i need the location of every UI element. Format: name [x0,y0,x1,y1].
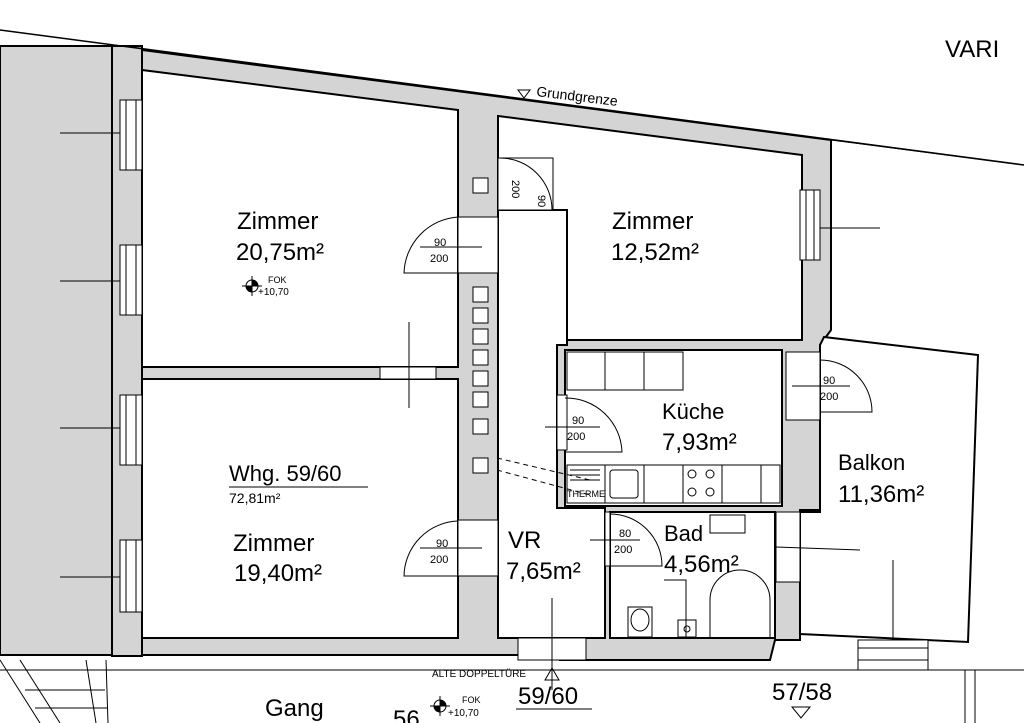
door-zimmer-2: 90 200 [497,157,554,211]
door-zimmer-1: 90 200 [403,216,499,274]
balkon-window [857,560,929,671]
kitchen-fixtures: THERME [496,351,781,504]
door-zimmer-2-height: 200 [509,180,521,198]
door-balkon: 90 200 [785,351,873,421]
corner-label: VARI [945,36,999,63]
neighbor-marker-icon [790,706,812,719]
corridor-label: Gang [265,695,324,722]
room-zimmer-1-name: Zimmer [237,208,318,235]
neighbor-unit-label: 57/58 [772,679,832,706]
door-zimmer-2-width: 90 [535,195,547,207]
fok-value-2: +10,70 [448,708,479,719]
door-balkon-lower [775,511,861,583]
door-zimmer-1-width: 90 [434,237,446,249]
chimney-shafts [472,177,489,474]
entrance-door [517,598,587,690]
fok-marker-gang: FOK +10,70 [430,695,481,719]
door-zimmer-3: 90 200 [403,519,499,577]
room-bad-area: 4,56m² [664,551,739,578]
door-bad-height: 200 [614,544,632,556]
room-kueche [564,349,783,507]
room-kueche-name: Küche [662,399,724,424]
left-windows [60,99,143,613]
room-zimmer-3-name: Zimmer [233,530,314,557]
fok-marker-zimmer-1: FOK +10,70 [242,275,289,298]
door-kueche: 90 200 [545,394,623,453]
neighbor-wall [830,139,1024,166]
room-zimmer-3 [141,378,459,639]
unit-name: Whg. 59/60 [229,461,342,486]
room-balkon-area: 11,36m² [838,481,924,508]
fok-label-2: FOK [462,695,481,705]
unit-number-label: 59/60 [518,683,578,710]
right-window-zimmer-2 [799,189,880,261]
door-balkon-height: 200 [820,391,838,403]
room-zimmer-2-area: 12,52m² [611,239,699,266]
door-zimmer-1-height: 200 [430,253,448,265]
room-bad-name: Bad [664,521,703,546]
fok-label-1: FOK [268,275,287,285]
old-door-label: ALTE DOPPELTÜRE [432,668,526,680]
unit-area: 72,81m² [229,490,281,506]
room-zimmer-1-area: 20,75m² [236,239,324,266]
room-zimmer-2-name: Zimmer [612,208,693,235]
room-kueche-area: 7,93m² [662,429,737,456]
bath-fixtures [627,514,771,638]
boundary-marker-icon [517,89,531,99]
room-zimmer-3-area: 19,40m² [234,560,322,587]
kitchen-tag: THERME [567,489,605,499]
door-balkon-width: 90 [823,375,835,387]
door-kueche-height: 200 [567,431,585,443]
stairs [0,659,109,723]
room-balkon-name: Balkon [838,450,905,475]
room-vr-area: 7,65m² [506,558,581,585]
room-vr-name: VR [508,527,541,554]
door-bad: 80 200 [590,511,663,567]
door-kueche-width: 90 [572,415,584,427]
door-zimmer-3-width: 90 [436,538,448,550]
fok-value-1: +10,70 [258,287,289,298]
door-bad-width: 80 [619,528,631,540]
neighbor-partial-label: 56 [393,706,420,723]
door-zimmer-3-height: 200 [430,554,448,566]
room-bad [609,511,776,639]
opening-between-zimmer [379,366,437,380]
